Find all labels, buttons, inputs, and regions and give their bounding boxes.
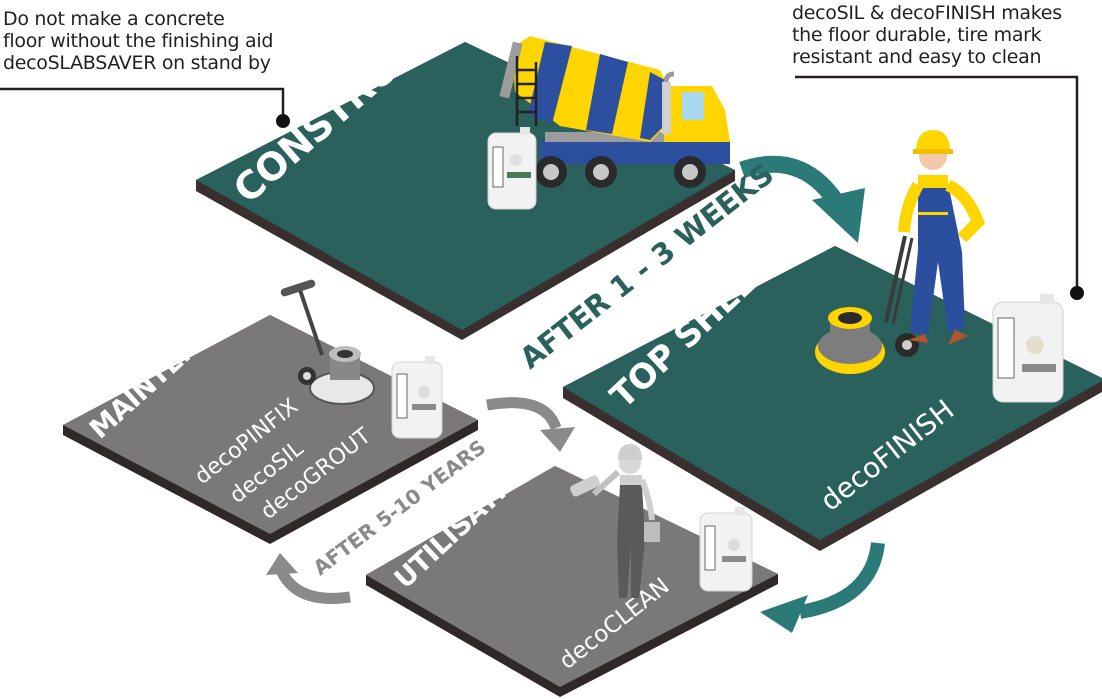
- note-line: the floor durable, tire mark: [792, 24, 1042, 46]
- leader-line-left: [0, 87, 290, 128]
- arrow-maintenance-to-utilisation: [486, 397, 575, 452]
- worker-with-roller-icon: [570, 444, 660, 598]
- note-line: resistant and easy to clean: [792, 46, 1042, 68]
- arrow-top-sheeld-to-utilisation: [760, 542, 885, 633]
- product-canister-icon: [487, 127, 537, 210]
- note-line: decoSIL & decoFINISH makes: [792, 2, 1062, 24]
- note-line: Do not make a concrete: [3, 8, 225, 30]
- note-construction: Do not make a concrete floor without the…: [3, 8, 273, 74]
- note-line: decoSLABSAVER on stand by: [3, 52, 271, 74]
- arrow-construction-to-top-sheeld: [739, 155, 865, 243]
- note-top-sheeld: decoSIL & decoFINISH makes the floor dur…: [792, 2, 1062, 68]
- product-canister-icon: [699, 507, 753, 592]
- product-canister-icon: [391, 356, 443, 439]
- floor-polisher-icon: [280, 279, 375, 405]
- panel-utilisation: [366, 466, 778, 697]
- trademark-symbol: ®: [794, 208, 827, 241]
- panel-maintenance: [63, 315, 478, 544]
- concrete-mixer-truck-icon: [499, 36, 730, 188]
- worker-with-polisher-icon: [815, 130, 985, 374]
- note-line: floor without the finishing aid: [3, 30, 274, 52]
- product-canister-icon: [992, 294, 1064, 403]
- leader-line-right: [795, 75, 1084, 300]
- arrow-utilisation-to-maintenance: [266, 553, 351, 604]
- panel-top-sheeld: [563, 246, 1102, 551]
